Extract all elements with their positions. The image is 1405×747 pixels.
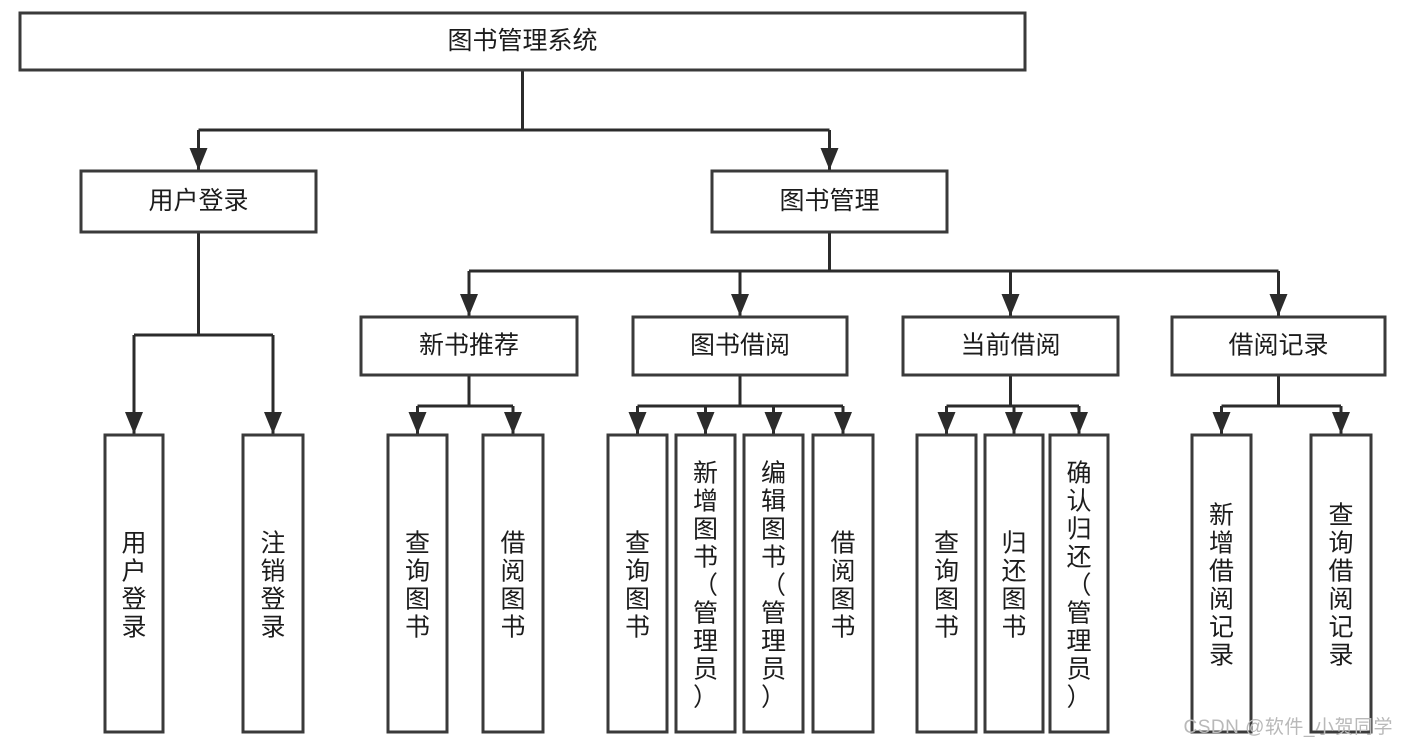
node-leaf-12[interactable]: 查询借阅记录 (1309, 433, 1373, 734)
node-leaf-6-label: 编辑图书（管理员） (761, 460, 786, 712)
node-leaf-4[interactable]: 查询图书 (606, 433, 669, 734)
node-root-rect (18, 11, 1027, 72)
node-leaf-1[interactable]: 注销登录 (241, 433, 305, 734)
node-leaf-11-rect (1190, 433, 1253, 734)
arrow-head-icon (764, 412, 783, 434)
arrow-head-icon (1001, 294, 1020, 316)
node-level3-3-label: 借阅记录 (1228, 332, 1328, 360)
node-leaf-8[interactable]: 查询图书 (915, 433, 978, 734)
node-level3-1[interactable]: 图书借阅 (631, 315, 849, 377)
node-leaf-5-rect (674, 433, 737, 734)
arrow-head-icon (820, 148, 839, 170)
node-leaf-11[interactable]: 新增借阅记录 (1190, 433, 1253, 734)
arrow-head-icon (1212, 412, 1231, 434)
node-leaf-1-rect (241, 433, 305, 734)
node-leaf-5[interactable]: 新增图书（管理员） (674, 433, 737, 734)
node-leaf-7-label: 借阅图书 (830, 530, 855, 642)
node-leaf-2-rect (386, 433, 449, 734)
node-leaf-7[interactable]: 借阅图书 (811, 433, 875, 734)
node-level3-3[interactable]: 借阅记录 (1170, 315, 1387, 377)
node-leaf-10[interactable]: 确认归还（管理员） (1048, 433, 1110, 734)
node-level3-3-rect (1170, 315, 1387, 377)
arrow-head-icon (731, 294, 749, 316)
node-level2-0-label: 用户登录 (148, 187, 248, 215)
arrow-head-icon (1269, 294, 1288, 316)
node-leaf-9-rect (983, 433, 1045, 734)
arrow-head-icon (696, 412, 715, 434)
node-leaf-0-rect (103, 433, 165, 734)
node-leaf-10-label: 确认归还（管理员） (1066, 460, 1091, 712)
node-level3-0-label: 新书推荐 (419, 332, 519, 360)
node-leaf-0[interactable]: 用户登录 (103, 433, 165, 734)
arrow-head-icon (628, 412, 647, 434)
arrow-head-icon (1070, 412, 1088, 434)
node-leaf-8-label: 查询图书 (934, 530, 959, 642)
node-level3-0[interactable]: 新书推荐 (359, 315, 579, 377)
node-leaf-3[interactable]: 借阅图书 (481, 433, 545, 734)
arrow-head-icon (264, 412, 282, 434)
node-leaf-7-rect (811, 433, 875, 734)
arrow-head-icon (1005, 412, 1023, 434)
node-leaf-6-rect (742, 433, 805, 734)
arrow-head-icon (1332, 412, 1350, 434)
node-leaf-11-label: 新增借阅记录 (1209, 502, 1234, 670)
watermark-label: CSDN @软件_小贺同学 (1183, 717, 1393, 738)
node-leaf-5-label: 新增图书（管理员） (693, 460, 718, 712)
arrow-head-icon (460, 294, 478, 316)
node-leaf-1-label: 注销登录 (260, 530, 285, 642)
node-root-label: 图书管理系统 (447, 27, 597, 55)
arrow-head-icon (408, 412, 427, 434)
node-level3-2-rect (901, 315, 1120, 377)
node-level3-1-rect (631, 315, 849, 377)
node-layer: 图书管理系统用户登录图书管理新书推荐图书借阅当前借阅借阅记录用户登录注销登录查询… (18, 11, 1387, 734)
node-leaf-9[interactable]: 归还图书 (983, 433, 1045, 734)
node-leaf-2-label: 查询图书 (405, 530, 430, 642)
node-level2-0[interactable]: 用户登录 (79, 169, 318, 234)
node-root[interactable]: 图书管理系统 (18, 11, 1027, 72)
node-level2-0-rect (79, 169, 318, 234)
arrow-head-icon (937, 412, 956, 434)
node-leaf-6[interactable]: 编辑图书（管理员） (742, 433, 805, 734)
arrow-head-icon (504, 412, 522, 434)
node-leaf-4-rect (606, 433, 669, 734)
node-level2-1-rect (710, 169, 949, 234)
node-leaf-0-label: 用户登录 (121, 530, 146, 642)
arrow-head-icon (834, 412, 852, 434)
node-level2-1-label: 图书管理 (779, 187, 879, 215)
node-leaf-4-label: 查询图书 (625, 530, 650, 642)
node-leaf-3-rect (481, 433, 545, 734)
node-leaf-10-rect (1048, 433, 1110, 734)
node-leaf-2[interactable]: 查询图书 (386, 433, 449, 734)
node-leaf-9-label: 归还图书 (1001, 530, 1026, 642)
node-leaf-3-label: 借阅图书 (500, 530, 525, 642)
node-level3-1-label: 图书借阅 (690, 332, 790, 360)
node-level3-0-rect (359, 315, 579, 377)
arrow-head-icon (125, 412, 143, 434)
arrow-head-icon (189, 148, 208, 170)
node-level2-1[interactable]: 图书管理 (710, 169, 949, 234)
node-leaf-8-rect (915, 433, 978, 734)
connector-layer (125, 70, 1350, 434)
node-level3-2[interactable]: 当前借阅 (901, 315, 1120, 377)
node-level3-2-label: 当前借阅 (960, 332, 1060, 360)
node-leaf-12-label: 查询借阅记录 (1328, 502, 1353, 670)
node-leaf-12-rect (1309, 433, 1373, 734)
